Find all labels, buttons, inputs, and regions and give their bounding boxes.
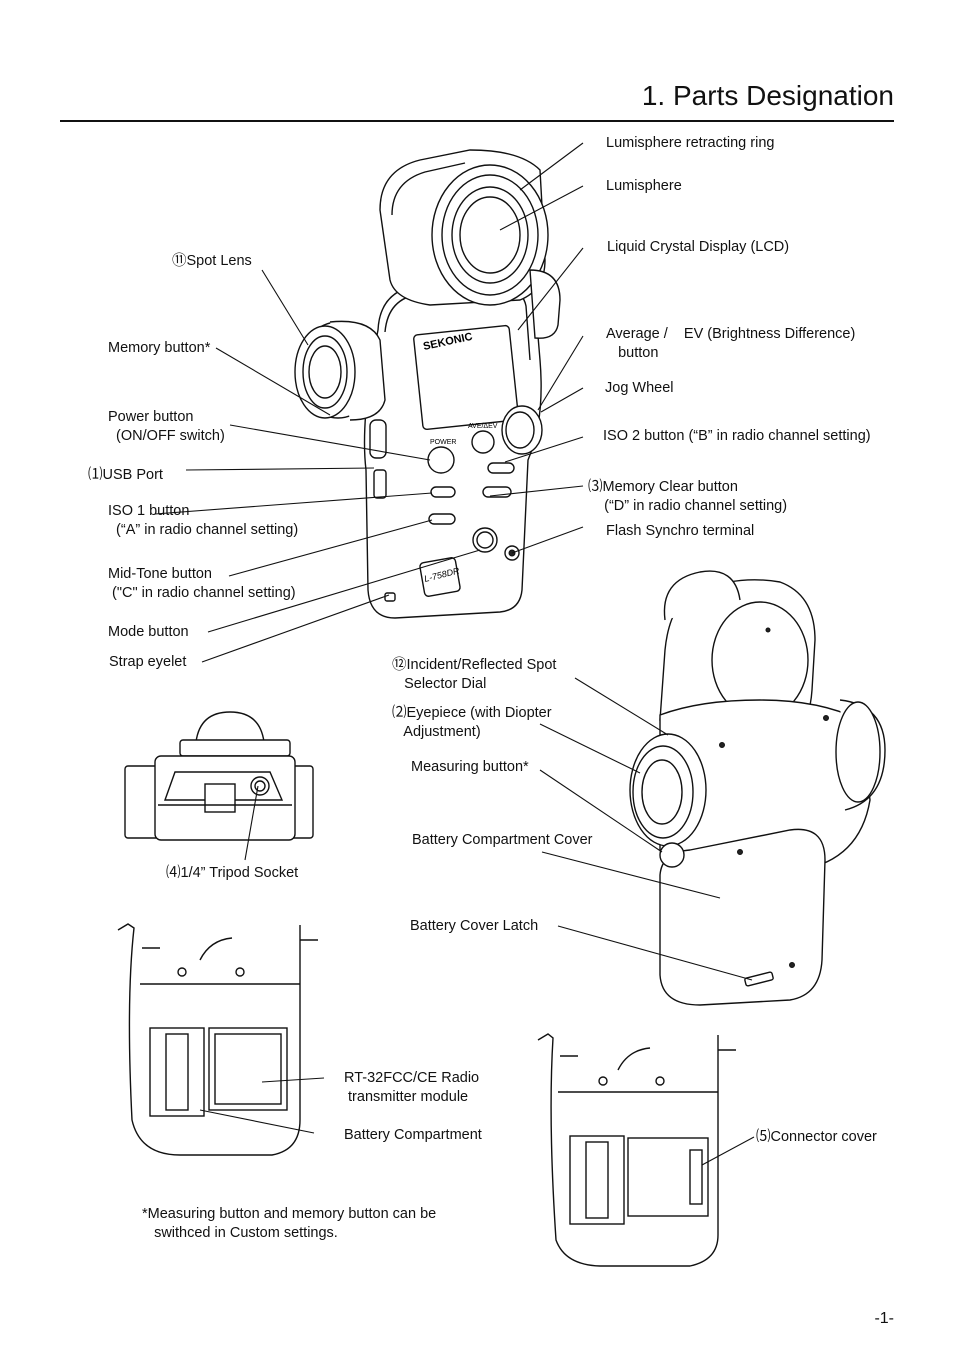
label-spot-lens: ⑪Spot Lens: [172, 253, 252, 269]
label-battery-cover: Battery Compartment Cover: [412, 832, 593, 848]
meter-rear-view: [629, 570, 886, 1006]
label-lumisphere: Lumisphere: [606, 178, 682, 194]
label-memory-button: Memory button*: [108, 340, 211, 356]
power-text: POWER: [430, 439, 456, 446]
label-strap: Strap eyelet: [109, 654, 187, 670]
label-battery-latch: Battery Cover Latch: [410, 918, 539, 934]
label-midtone: Mid-Tone button ("C" in radio channel se…: [108, 566, 296, 601]
label-battery-compartment: Battery Compartment: [344, 1127, 482, 1143]
label-memory-clear: ⑶Memory Clear button (“D” in radio chann…: [588, 479, 788, 514]
page-title: 1. Parts Designation: [641, 80, 894, 111]
footnote: *Measuring button and memory button can …: [142, 1206, 437, 1241]
meter-bottom-view: [124, 711, 314, 841]
label-usb: ⑴USB Port: [88, 467, 163, 483]
page-number: -1-: [874, 1310, 894, 1327]
label-retracting-ring: Lumisphere retracting ring: [606, 135, 775, 151]
label-connector-cover: ⑸Connector cover: [756, 1129, 877, 1145]
connector-cover-view: [537, 1033, 736, 1267]
battery-compartment-view: [117, 923, 318, 1156]
label-mode: Mode button: [108, 624, 189, 640]
leader-lines: [154, 142, 755, 1166]
label-measuring: Measuring button*: [411, 759, 529, 775]
label-flash-sync: Flash Synchro terminal: [606, 523, 755, 539]
label-lcd: Liquid Crystal Display (LCD): [607, 239, 790, 255]
label-radio-module: RT-32FCC/CE Radio transmitter module: [344, 1070, 480, 1105]
label-average-ev: Average / EV (Brightness Difference) but…: [606, 326, 856, 361]
label-eyepiece: ⑵Eyepiece (with Diopter Adjustment): [392, 705, 552, 740]
label-iso1: ISO 1 button (“A” in radio channel setti…: [108, 503, 299, 538]
title-rule: [60, 120, 894, 122]
label-selector-dial: ⑫Incident/Reflected Spot Selector Dial: [392, 657, 557, 692]
label-iso2: ISO 2 button (“B” in radio channel setti…: [603, 428, 871, 444]
label-tripod: ⑷1/4” Tripod Socket: [166, 865, 299, 881]
label-jog-wheel: Jog Wheel: [605, 380, 674, 396]
meter-front-view: SEKONIC POWER AVE/ΔEV L-758DR: [294, 149, 561, 619]
label-power-button: Power button (ON/OFF switch): [108, 409, 225, 444]
ave-text: AVE/ΔEV: [468, 423, 498, 430]
